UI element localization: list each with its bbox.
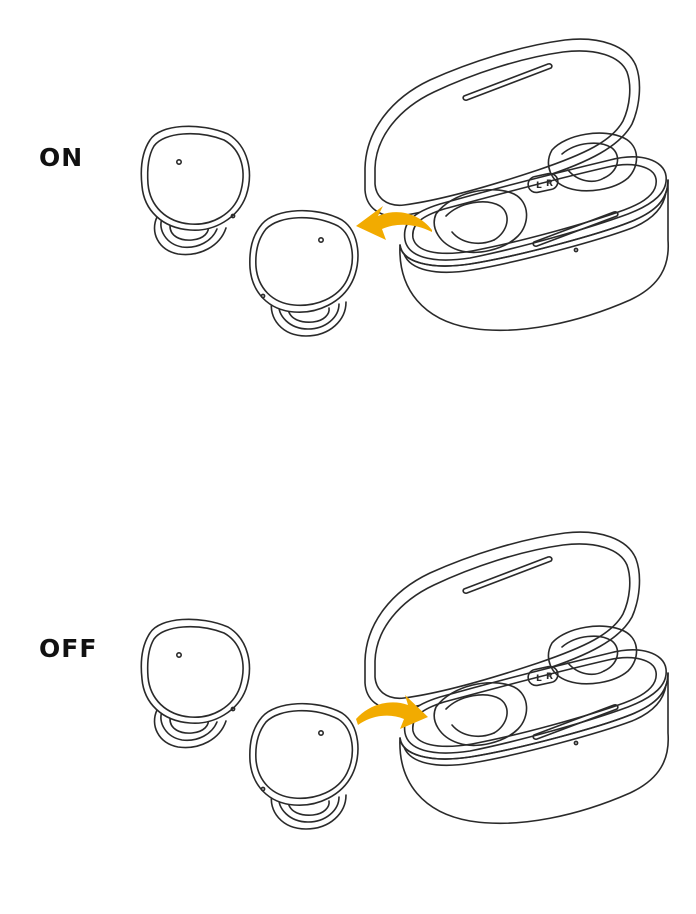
case-mark-right: R (546, 179, 553, 189)
instruction-panel-on: ON (0, 0, 696, 421)
case-mark-left: L (536, 181, 542, 191)
earbud-right (250, 704, 358, 829)
charging-case (365, 39, 668, 330)
earbud-left (141, 126, 249, 254)
earbuds-case-illustration-on: L R (0, 0, 696, 421)
case-mark-right: R (546, 672, 553, 682)
earbud-left (141, 619, 249, 747)
earbuds-case-illustration-off: L R (0, 493, 696, 914)
instruction-panel-off: OFF (0, 493, 696, 914)
earbud-right (250, 211, 358, 336)
case-mark-left: L (536, 674, 542, 684)
charging-case (365, 532, 668, 823)
